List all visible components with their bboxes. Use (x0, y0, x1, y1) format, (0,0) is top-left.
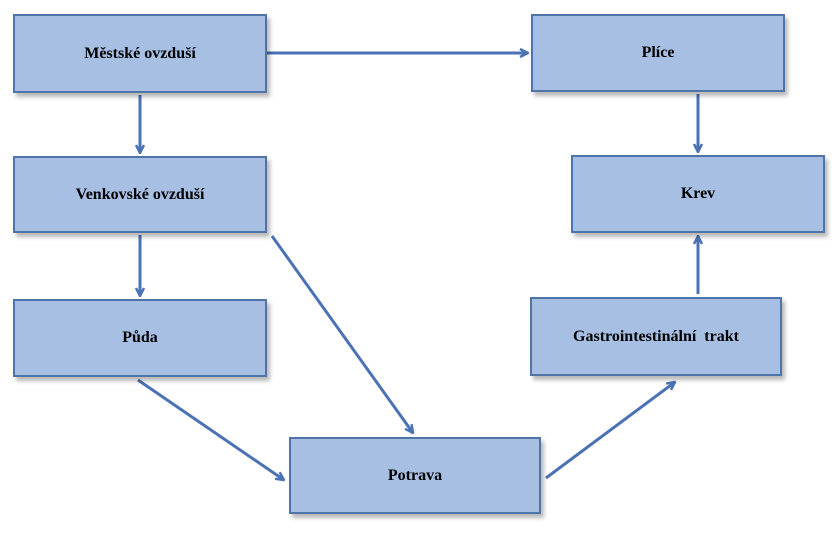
node-label: Půda (122, 329, 158, 346)
node-venkovske-ovzdusi: Venkovské ovzduší (13, 156, 267, 233)
node-label: Městské ovzduší (84, 44, 196, 62)
arrow-potrava-to-gastro (545, 382, 675, 480)
arrow-venkov-to-potrava (270, 235, 413, 433)
node-label: Plíce (641, 44, 675, 61)
node-plice: Plíce (531, 14, 785, 92)
node-potrava: Potrava (289, 437, 541, 514)
node-label: Potrava (387, 466, 443, 484)
node-puda: Půda (13, 299, 267, 377)
node-krev: Krev (571, 155, 825, 233)
node-label: Gastrointestinální trakt (573, 327, 739, 345)
node-label: Venkovské ovzduší (75, 185, 205, 203)
node-gastrointestinalni-trakt: Gastrointestinální trakt (530, 297, 782, 376)
node-label: Krev (680, 185, 716, 202)
node-mestske-ovzdusi: Městské ovzduší (13, 14, 267, 93)
arrow-puda-to-potrava (137, 378, 284, 480)
